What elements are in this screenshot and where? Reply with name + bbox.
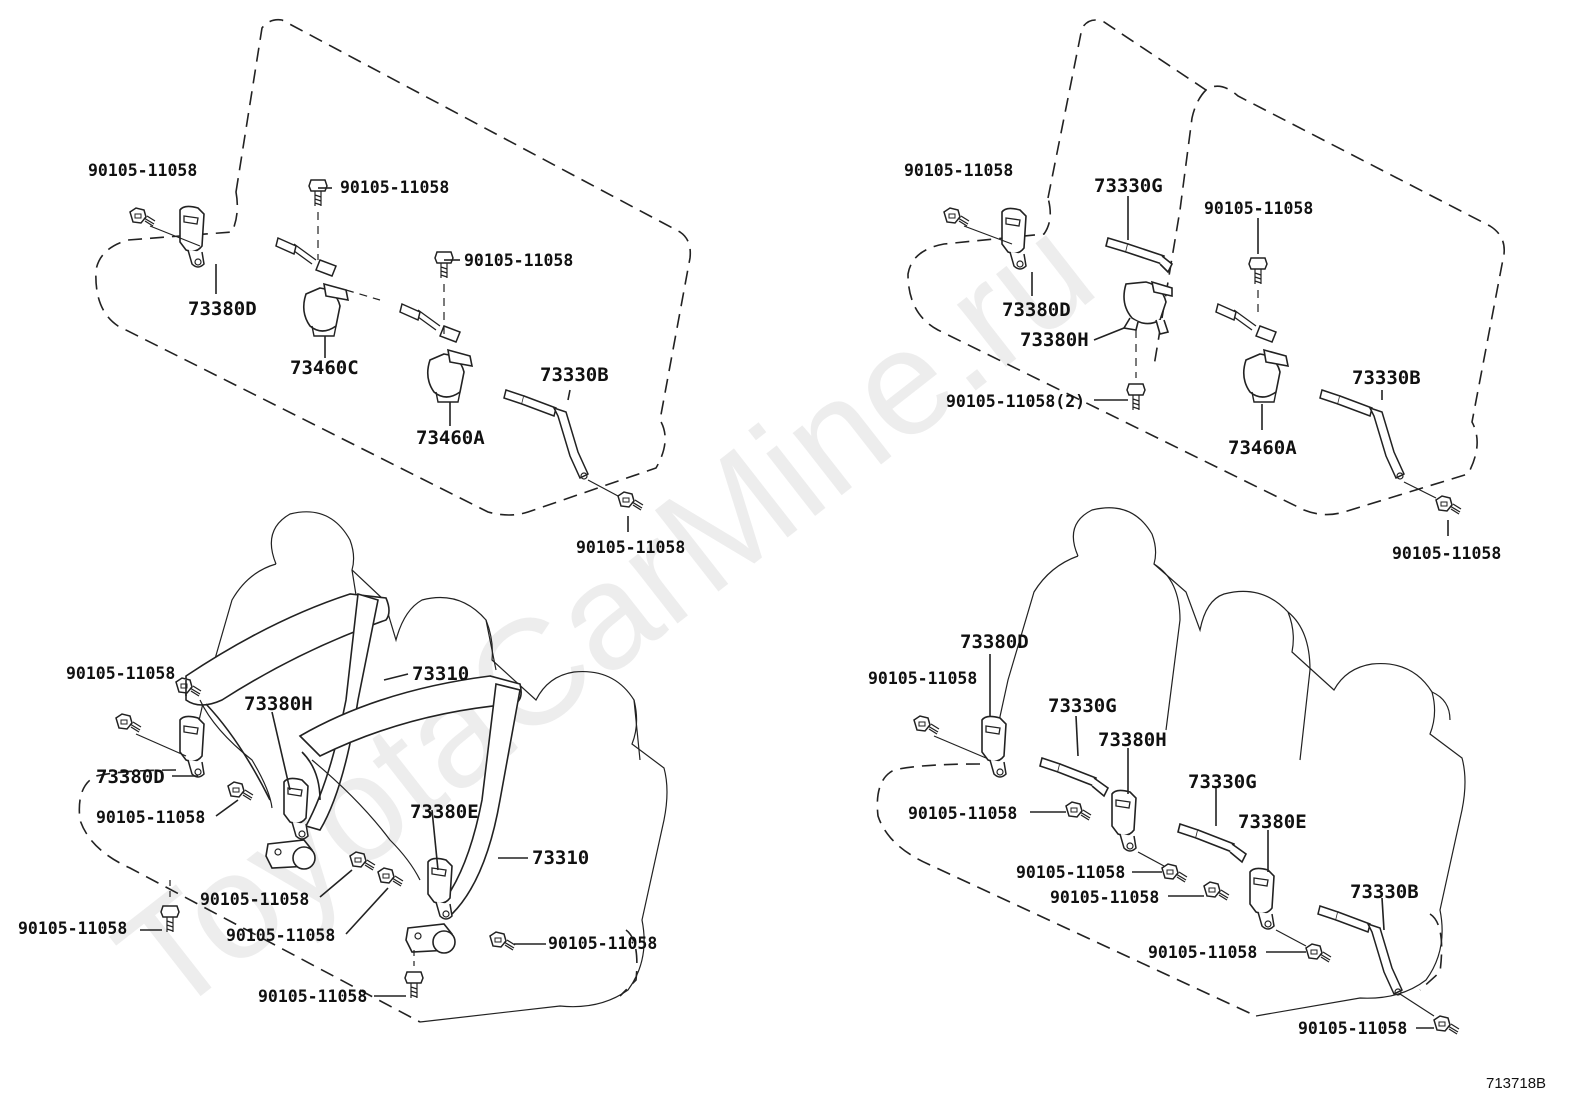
- part-label: 90105-11058: [258, 987, 367, 1006]
- part-label: 73460A: [1228, 437, 1297, 459]
- part-label: 73380H: [1020, 329, 1089, 351]
- belt-anchor-icon[interactable]: [1319, 389, 1405, 480]
- bolt-icon[interactable]: [129, 207, 156, 227]
- part-label: 73330B: [1352, 367, 1421, 389]
- retractor-icon[interactable]: [275, 237, 349, 337]
- part-label: 73330G: [1188, 771, 1257, 793]
- part-label: 90105-11058: [88, 161, 197, 180]
- part-label: 73380H: [244, 693, 313, 715]
- part-label: 73330G: [1048, 695, 1117, 717]
- bolt-icon[interactable]: [1203, 881, 1230, 901]
- seat-outline-icon: [907, 19, 1506, 516]
- part-label: 90105-11058: [1204, 199, 1313, 218]
- bolt-icon[interactable]: [1433, 1015, 1460, 1035]
- part-label: 90105-11058: [200, 890, 309, 909]
- buckle-icon[interactable]: [427, 857, 453, 920]
- bolt-icon[interactable]: [1161, 863, 1188, 883]
- part-label: 90105-11058: [464, 251, 573, 270]
- retractor-icon[interactable]: [1215, 303, 1289, 403]
- part-label: 73380D: [96, 766, 165, 788]
- seat-outline-icon: [95, 18, 692, 516]
- part-label: 90105-11058: [1392, 544, 1501, 563]
- part-label: 73460A: [416, 427, 485, 449]
- part-label: 73380D: [960, 631, 1029, 653]
- part-label: 90105-11058: [18, 919, 127, 938]
- retractor-icon[interactable]: [399, 303, 473, 403]
- bolt-icon[interactable]: [1126, 383, 1146, 411]
- quadrant-top-left: 90105-11058 90105-11058 90105-11058 9010…: [88, 18, 692, 557]
- buckle-icon[interactable]: [179, 715, 205, 778]
- part-label: 90105-11058: [96, 808, 205, 827]
- quadrant-top-right: 90105-11058 90105-11058 90105-11058(2) 9…: [904, 19, 1506, 563]
- bolt-icon[interactable]: [943, 207, 970, 227]
- buckle-icon[interactable]: [981, 715, 1007, 778]
- bolt-icon[interactable]: [434, 251, 454, 279]
- part-label: 73380E: [1238, 811, 1307, 833]
- part-label: 73310: [412, 663, 469, 685]
- buckle-icon[interactable]: [179, 205, 205, 268]
- part-label: 73310: [532, 847, 589, 869]
- bolt-icon[interactable]: [1305, 943, 1332, 963]
- part-label: 90105-11058(2): [946, 392, 1085, 411]
- part-label: 90105-11058: [340, 178, 449, 197]
- part-label: 73380D: [188, 298, 257, 320]
- part-label: 90105-11058: [226, 926, 335, 945]
- bolt-icon[interactable]: [913, 715, 940, 735]
- quadrant-bottom-left: 90105-11058 90105-11058 90105-11058 9010…: [18, 511, 668, 1023]
- buckle-icon[interactable]: [1111, 789, 1137, 852]
- part-label: 90105-11058: [868, 669, 977, 688]
- belt-anchor-icon[interactable]: [1317, 905, 1403, 996]
- part-label: 73330B: [540, 364, 609, 386]
- seat-cushion-outline: [78, 769, 638, 1023]
- part-label: 90105-11058: [908, 804, 1017, 823]
- seat-outline-icon: [270, 511, 668, 1023]
- retractor-icon[interactable]: [405, 923, 456, 954]
- bolt-icon[interactable]: [1435, 495, 1462, 515]
- part-label: 73460C: [290, 357, 359, 379]
- belt-anchor-icon[interactable]: [503, 389, 589, 480]
- part-label: 90105-11058: [548, 934, 657, 953]
- part-label: 73380D: [1002, 299, 1071, 321]
- quadrant-bottom-right: 90105-11058 90105-11058 90105-11058 9010…: [868, 507, 1466, 1038]
- part-label: 90105-11058: [576, 538, 685, 557]
- bolt-icon[interactable]: [404, 971, 424, 999]
- part-label: 73380H: [1098, 729, 1167, 751]
- part-label: 73330B: [1350, 881, 1419, 903]
- bolt-icon[interactable]: [1065, 801, 1092, 821]
- part-label: 90105-11058: [1148, 943, 1257, 962]
- buckle-icon[interactable]: [1249, 867, 1275, 930]
- part-label: 73380E: [410, 801, 479, 823]
- part-label: 90105-11058: [1050, 888, 1159, 907]
- bolt-icon[interactable]: [308, 179, 328, 207]
- bolt-icon[interactable]: [115, 713, 142, 733]
- part-label: 90105-11058: [1016, 863, 1125, 882]
- part-label: 90105-11058: [904, 161, 1013, 180]
- part-label: 90105-11058: [1298, 1019, 1407, 1038]
- part-label: 90105-11058: [66, 664, 175, 683]
- retractor-icon[interactable]: [265, 839, 316, 870]
- part-label: 73330G: [1094, 175, 1163, 197]
- seat-cushion-outline: [876, 763, 1443, 1017]
- figure-id: 713718B: [1486, 1075, 1546, 1092]
- bolt-icon[interactable]: [489, 931, 516, 951]
- seat-outline-icon: [1072, 507, 1466, 1017]
- bolt-icon[interactable]: [1248, 257, 1268, 285]
